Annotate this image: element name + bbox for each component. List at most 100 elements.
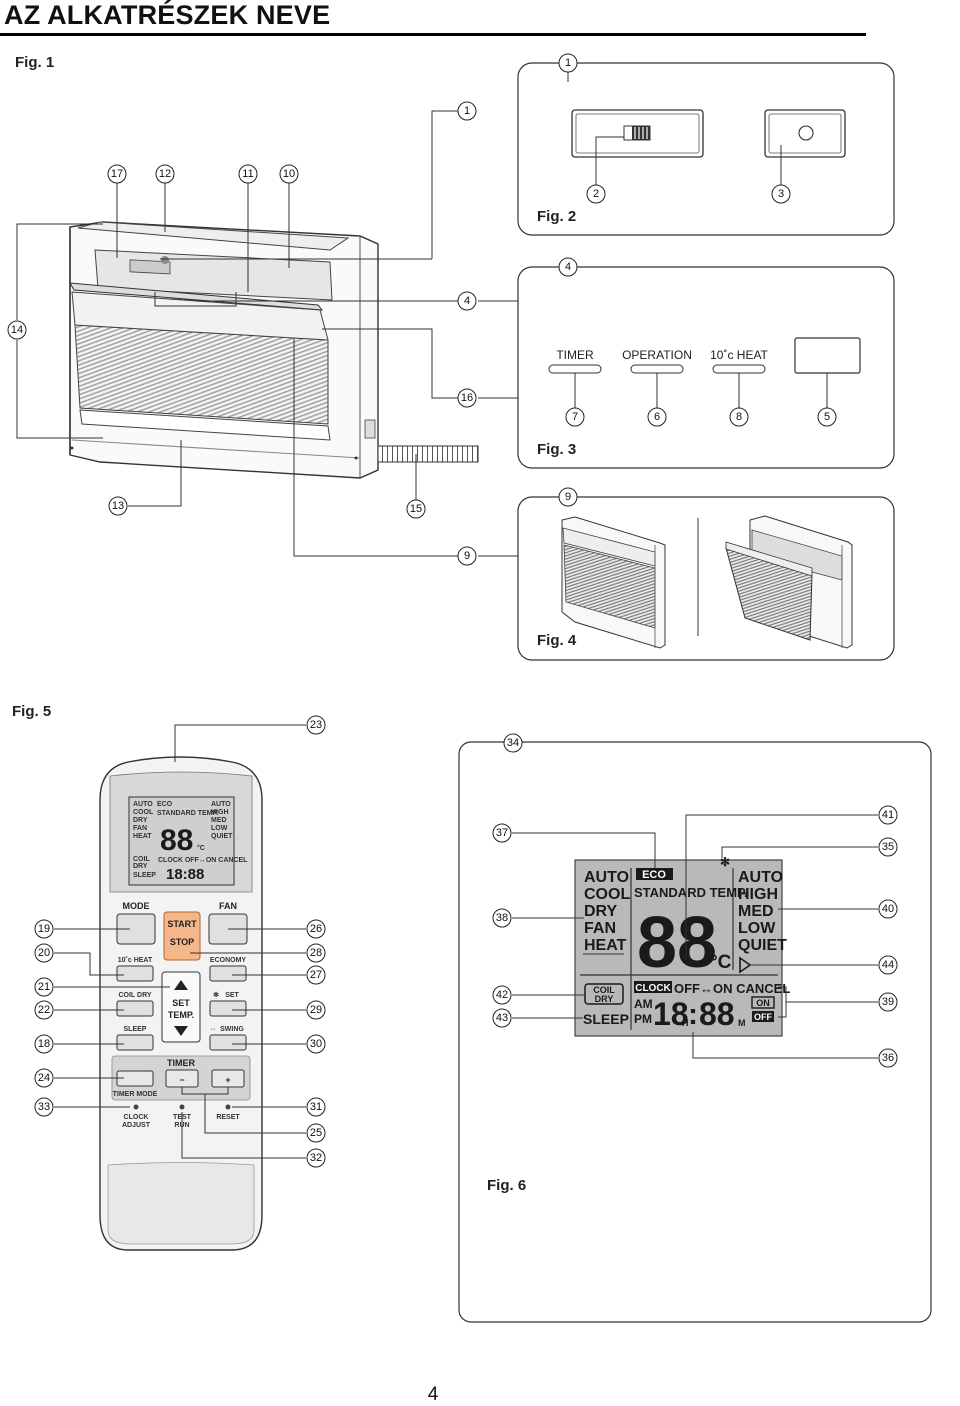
sleep-label: SLEEP xyxy=(124,1026,147,1033)
start-label: START xyxy=(167,919,197,929)
svg-text:28: 28 xyxy=(310,947,322,959)
callout-6: 6 xyxy=(647,407,667,427)
svg-text:26: 26 xyxy=(310,923,322,935)
svg-text:8: 8 xyxy=(736,411,742,423)
callout-1: 1 xyxy=(457,101,477,121)
fan-swirl-icon: ✻ xyxy=(213,991,219,999)
svg-text:13: 13 xyxy=(112,500,124,512)
swing-button[interactable] xyxy=(209,1034,247,1051)
svg-text:1: 1 xyxy=(464,105,470,117)
start-stop-button[interactable] xyxy=(163,911,201,961)
svg-text:LOW: LOW xyxy=(211,825,228,832)
svg-text:35: 35 xyxy=(882,841,894,853)
mode-label: MODE xyxy=(123,901,150,911)
callout-22: 22 xyxy=(34,1000,54,1020)
svg-text:25: 25 xyxy=(310,1127,322,1139)
temp-down-icon[interactable] xyxy=(174,1026,188,1036)
svg-text:AUTO: AUTO xyxy=(133,801,153,808)
svg-text:16: 16 xyxy=(461,392,473,404)
heat10-label: 10˚c HEAT xyxy=(118,956,153,964)
set-label: SET xyxy=(225,992,239,999)
callout-13: 13 xyxy=(108,496,128,516)
callout-28: 28 xyxy=(306,943,326,963)
callout-37: 37 xyxy=(492,823,512,843)
svg-text:43: 43 xyxy=(496,1012,508,1024)
callout-18: 18 xyxy=(34,1034,54,1054)
callout-10: 10 xyxy=(279,164,299,184)
svg-text:44: 44 xyxy=(882,959,894,971)
lcd-coil-1: COIL xyxy=(593,985,615,995)
callout-7: 7 xyxy=(565,407,585,427)
svg-text:COIL: COIL xyxy=(133,856,150,863)
set-temp-label-1: SET xyxy=(172,998,190,1008)
svg-text:14: 14 xyxy=(11,324,23,336)
fan-label: FAN xyxy=(219,901,237,911)
lcd-off: OFF xyxy=(754,1012,772,1022)
set-temp-label-2: TEMP. xyxy=(168,1010,194,1020)
svg-text:FAN: FAN xyxy=(133,825,147,832)
drain-hose xyxy=(377,445,479,463)
svg-text:4: 4 xyxy=(565,261,571,273)
panel-timer-button[interactable] xyxy=(548,364,602,374)
callout-17: 17 xyxy=(107,164,127,184)
clock-adjust-button[interactable] xyxy=(133,1104,139,1110)
svg-text:15: 15 xyxy=(410,503,422,515)
remote-buttons: MODE FAN START STOP 10˚c HEAT ECONOMY SE… xyxy=(111,901,251,1129)
callout-5: 5 xyxy=(817,407,837,427)
test-run-button[interactable] xyxy=(179,1104,185,1110)
fig4-panel: Fig. 4 xyxy=(517,496,895,661)
callout-3: 3 xyxy=(771,184,791,204)
svg-text:5: 5 xyxy=(824,411,830,423)
panel-operation-button[interactable] xyxy=(630,364,684,374)
fig4-label: Fig. 4 xyxy=(537,632,577,649)
svg-text:1: 1 xyxy=(565,57,571,69)
economy-button[interactable] xyxy=(209,965,247,982)
lcd-fan-icon: ✻ xyxy=(720,855,730,869)
lcd-on: ON xyxy=(756,998,770,1008)
reset-button[interactable] xyxy=(225,1104,231,1110)
callout-24: 24 xyxy=(34,1068,54,1088)
fig3-panel: TIMER OPERATION 10˚c HEAT Fig. 3 xyxy=(517,266,895,469)
callout-19: 19 xyxy=(34,919,54,939)
svg-text:6: 6 xyxy=(654,411,660,423)
svg-text:9: 9 xyxy=(464,550,470,562)
svg-text:42: 42 xyxy=(496,989,508,1001)
callout-43: 43 xyxy=(492,1008,512,1028)
swing-icon: ⇔ xyxy=(210,1026,217,1033)
callout-38: 38 xyxy=(492,908,512,928)
temp-up-icon[interactable] xyxy=(174,980,188,990)
10c-heat-button[interactable] xyxy=(116,965,154,982)
stop-label: STOP xyxy=(170,937,194,947)
panel-10c-heat-button[interactable] xyxy=(712,364,766,374)
set-button[interactable] xyxy=(209,1000,247,1017)
fig3-label: Fig. 3 xyxy=(537,441,576,458)
lcd-standard-temp: STANDARD TEMP. xyxy=(634,885,748,900)
set-temp-rocker[interactable] xyxy=(161,971,201,1043)
svg-text:19: 19 xyxy=(38,923,50,935)
lcd-fan-auto: AUTO xyxy=(738,869,783,886)
callout-11: 11 xyxy=(238,164,258,184)
lcd-clock-badge xyxy=(634,981,672,993)
svg-text:4: 4 xyxy=(464,295,470,307)
lcd-mode-heat: HEAT xyxy=(584,937,627,954)
sleep-button[interactable] xyxy=(116,1034,154,1051)
svg-text:88: 88 xyxy=(160,824,193,857)
panel-operation-label: OPERATION xyxy=(622,348,692,362)
panel-timer-label: TIMER xyxy=(556,348,594,362)
svg-text:9: 9 xyxy=(565,491,571,503)
lcd-eco-badge xyxy=(636,868,673,880)
callout-39: 39 xyxy=(878,992,898,1012)
svg-text:CLOCK OFF↔ON CANCEL: CLOCK OFF↔ON CANCEL xyxy=(158,857,248,864)
svg-text:30: 30 xyxy=(310,1038,322,1050)
callout-29: 29 xyxy=(306,1000,326,1020)
svg-text:12: 12 xyxy=(159,168,171,180)
lcd-am: AM xyxy=(634,997,653,1011)
lcd-colon: : xyxy=(688,998,698,1031)
coil-dry-button[interactable] xyxy=(116,1000,154,1017)
svg-text:20: 20 xyxy=(38,947,50,959)
indoor-unit xyxy=(69,221,379,479)
lcd-minute-unit: M xyxy=(738,1018,746,1028)
callout-34: 34 xyxy=(503,733,523,753)
